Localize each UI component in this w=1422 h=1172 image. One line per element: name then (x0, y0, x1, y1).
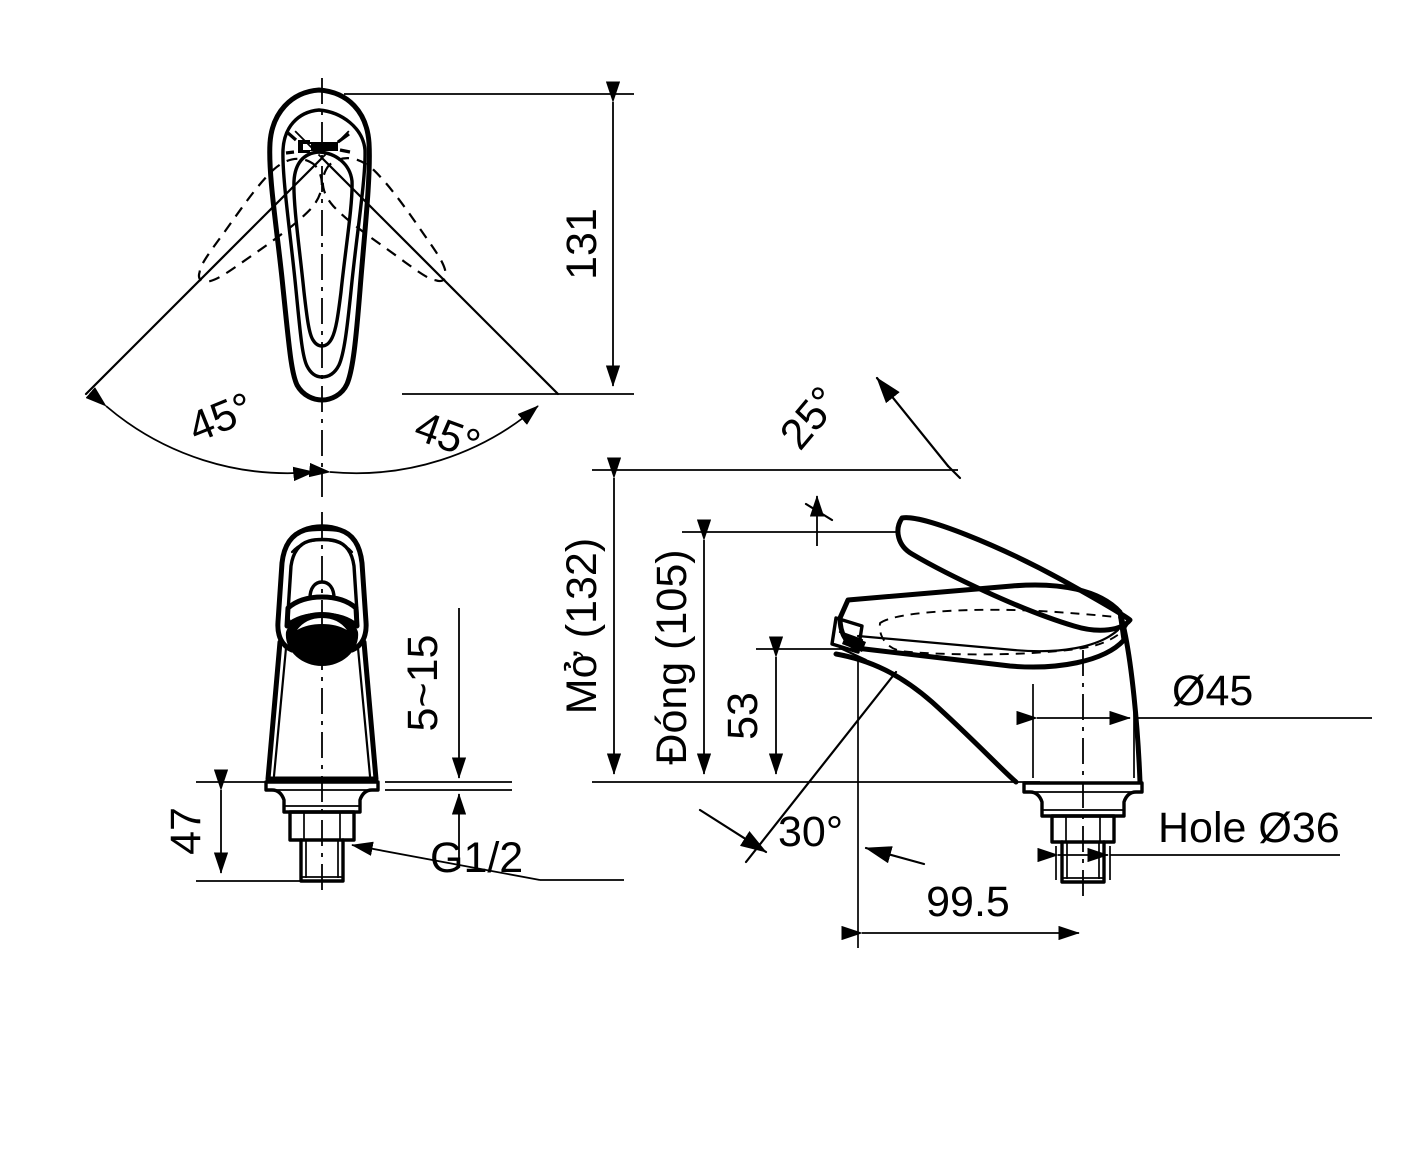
angle-arc-left (85, 387, 315, 482)
lever-pointer (804, 502, 834, 522)
front-body-inner-left (272, 646, 288, 778)
side-spout-outline (833, 651, 1019, 785)
side-aerator (830, 616, 868, 662)
front-body-inner-right (356, 646, 372, 778)
reach-pointer (864, 846, 926, 866)
side-spout-cover-inner (856, 628, 1120, 653)
dim-label-995: 99.5 (926, 878, 1010, 926)
top-view-group: 45° 45° 131 (84, 78, 634, 497)
dim-label-53: 53 (719, 692, 767, 740)
leader-line-g12 (351, 841, 541, 881)
front-view-group: 47 5~15 G1/2 (162, 512, 624, 890)
front-cap-line2 (290, 538, 354, 554)
angle-label-left: 45° (182, 383, 260, 452)
angle-label-25: 25° (771, 378, 850, 459)
angle-arc-right (308, 405, 539, 478)
angle-30-arrow (698, 808, 768, 854)
side-lever-closed-outline (895, 515, 1133, 633)
angle-ray-left (84, 156, 324, 396)
dim-label-47: 47 (162, 807, 210, 855)
dim-label-deck: 5~15 (399, 635, 447, 732)
side-body-right-outline (1119, 617, 1143, 785)
side-lever-open-ghost (878, 608, 1131, 656)
dim-label-131: 131 (558, 208, 606, 280)
angle-label-right: 45° (409, 402, 487, 469)
angle-25-ray2 (946, 464, 962, 480)
dim-label-g12: G1/2 (430, 834, 523, 882)
dim-label-open: Mở (132) (558, 538, 606, 714)
angle-label-30: 30° (778, 808, 843, 856)
handle-recess-outline (292, 150, 354, 348)
angle-25-ray (875, 376, 950, 468)
angle-ray-right (320, 156, 560, 396)
dim-label-d45: Ø45 (1172, 667, 1253, 715)
side-view-group: 25° Mở (132) Đóng (105) 53 30° 99.5 (558, 376, 1372, 948)
angle-30-ray (744, 670, 898, 864)
dim-label-closed: Đóng (105) (648, 549, 696, 764)
brand-logo-icon (285, 131, 351, 155)
dim-label-hole: Hole Ø36 (1158, 804, 1340, 852)
